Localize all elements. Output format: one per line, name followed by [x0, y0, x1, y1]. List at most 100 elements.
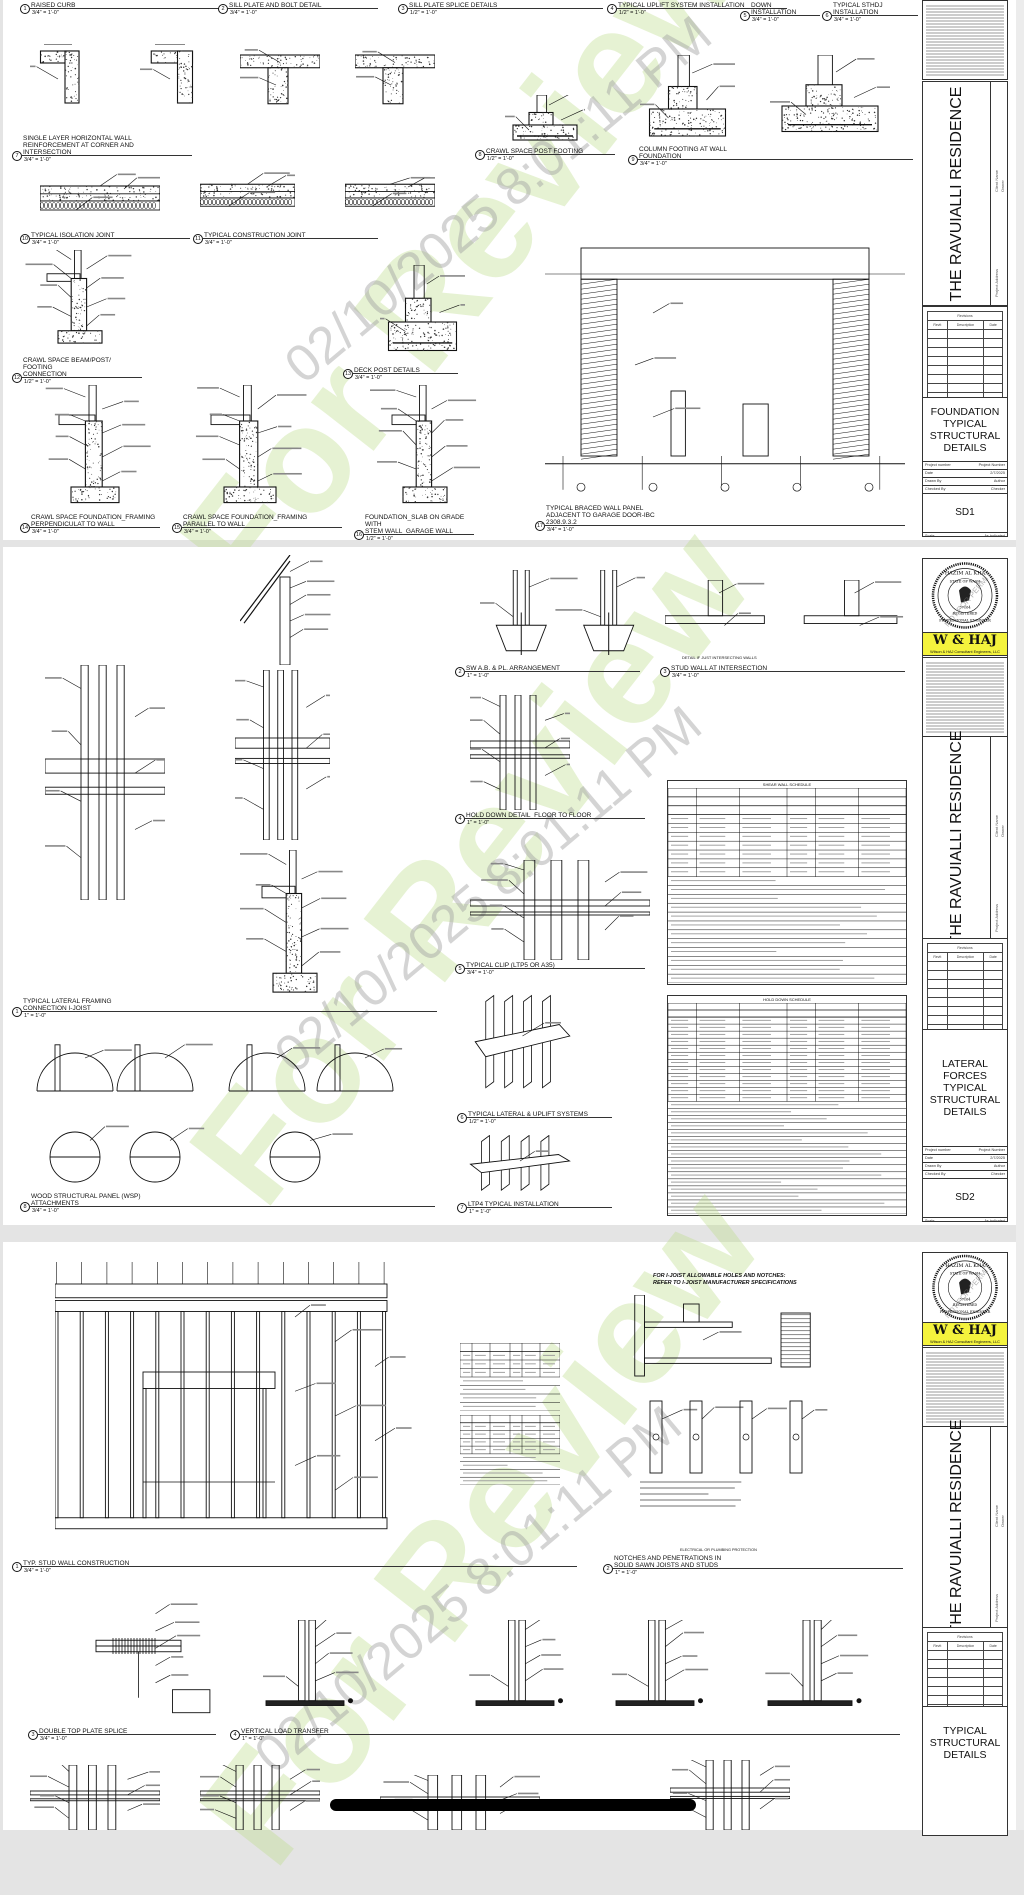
concrete-aggregate	[48, 199, 50, 200]
drawing-line	[68, 731, 82, 746]
table-cell-text	[790, 1062, 808, 1063]
concrete-aggregate	[293, 965, 295, 967]
concrete-aggregate	[394, 332, 396, 334]
concrete-aggregate	[572, 139, 574, 141]
concrete-aggregate	[288, 948, 291, 951]
drawing-shape	[580, 278, 618, 457]
annotation-text	[767, 1407, 787, 1410]
drawing-line	[580, 333, 618, 340]
vertical-load-drawing	[262, 1620, 359, 1706]
concrete-aggregate	[408, 192, 410, 194]
sheet-typical	[3, 1242, 1016, 1830]
concrete-aggregate	[820, 116, 822, 118]
revision-row	[927, 1677, 1003, 1687]
gravel	[68, 202, 72, 209]
concrete-aggregate	[117, 190, 119, 192]
drawing-line	[832, 388, 870, 395]
concrete-aggregate	[793, 114, 795, 116]
drawing-line	[604, 872, 620, 883]
concrete-aggregate	[84, 302, 86, 304]
concrete-aggregate	[407, 63, 409, 65]
concrete-aggregate	[676, 93, 678, 95]
concrete-aggregate	[292, 186, 295, 188]
concrete-aggregate	[811, 107, 813, 109]
concrete-aggregate	[231, 495, 234, 497]
concrete-aggregate	[422, 332, 425, 334]
concrete-aggregate	[250, 483, 252, 484]
gravel	[256, 199, 260, 206]
concrete-aggregate	[394, 329, 396, 331]
drawing-line	[301, 951, 319, 967]
concrete-aggregate	[816, 96, 818, 98]
drawing-line	[580, 438, 618, 445]
crawl-beam-drawing	[25, 250, 132, 344]
concrete-aggregate	[841, 117, 843, 119]
concrete-aggregate	[851, 114, 852, 115]
concrete-aggregate	[403, 486, 405, 489]
concrete-aggregate	[69, 59, 72, 62]
concrete-aggregate	[405, 62, 407, 64]
gravel	[389, 199, 393, 206]
concrete-aggregate	[290, 62, 292, 64]
drawing-line	[385, 318, 406, 332]
concrete-aggregate	[712, 131, 714, 133]
concrete-aggregate	[309, 981, 311, 983]
concrete-aggregate	[389, 344, 391, 346]
concrete-aggregate	[115, 491, 117, 493]
concrete-aggregate	[85, 185, 88, 188]
bored-hole	[792, 1433, 800, 1441]
table-cell-text	[790, 853, 808, 855]
concrete-aggregate	[803, 114, 805, 116]
gravel	[401, 199, 405, 206]
horizontal-scrollbar[interactable]	[330, 1799, 696, 1811]
concrete-aggregate	[248, 476, 250, 478]
iso-plate	[469, 1154, 571, 1174]
concrete-aggregate	[63, 197, 65, 199]
raised-curb-drawing	[140, 44, 194, 104]
concrete-aggregate	[293, 66, 295, 68]
concrete-aggregate	[245, 436, 247, 438]
concrete-aggregate	[285, 194, 287, 196]
concrete-aggregate	[177, 60, 179, 61]
concrete-aggregate	[80, 337, 83, 340]
concrete-aggregate	[235, 486, 238, 489]
annotation-text	[309, 560, 323, 563]
concrete-aggregate	[721, 131, 724, 134]
concrete-aggregate	[562, 131, 565, 134]
concrete-aggregate	[839, 103, 841, 105]
annotation-text	[304, 613, 331, 616]
concrete-aggregate	[537, 138, 538, 140]
table-cell-text	[671, 1083, 689, 1085]
annotation-text	[304, 628, 329, 630]
drawing-shape	[781, 105, 879, 133]
concrete-aggregate	[361, 185, 363, 187]
concrete-aggregate	[523, 131, 525, 132]
concrete-aggregate	[300, 955, 303, 958]
concrete-aggregate	[260, 193, 263, 195]
concrete-aggregate	[84, 298, 86, 300]
concrete-aggregate	[50, 188, 52, 190]
revision-col: Date	[983, 952, 1003, 962]
concrete-aggregate	[71, 62, 73, 64]
gravel	[152, 202, 156, 209]
concrete-aggregate	[255, 441, 257, 443]
concrete-aggregate	[55, 58, 57, 60]
vertical-load-drawing	[765, 1620, 869, 1706]
concrete-aggregate	[387, 100, 388, 101]
concrete-aggregate	[836, 89, 838, 91]
concrete-aggregate	[249, 427, 251, 429]
table-cell-text	[513, 1363, 521, 1365]
drawing-line	[560, 109, 583, 121]
gravel	[272, 199, 276, 206]
vertical-scrollbar[interactable]	[1016, 0, 1024, 1830]
concrete-aggregate	[406, 493, 408, 495]
concrete-aggregate	[203, 192, 205, 194]
gravel	[224, 199, 228, 206]
concrete-aggregate	[300, 55, 301, 57]
concrete-aggregate	[285, 951, 287, 953]
drawing-shape	[30, 1798, 160, 1802]
concrete-aggregate	[835, 112, 837, 114]
drawing-line	[306, 776, 327, 790]
drawing-line	[301, 871, 318, 880]
